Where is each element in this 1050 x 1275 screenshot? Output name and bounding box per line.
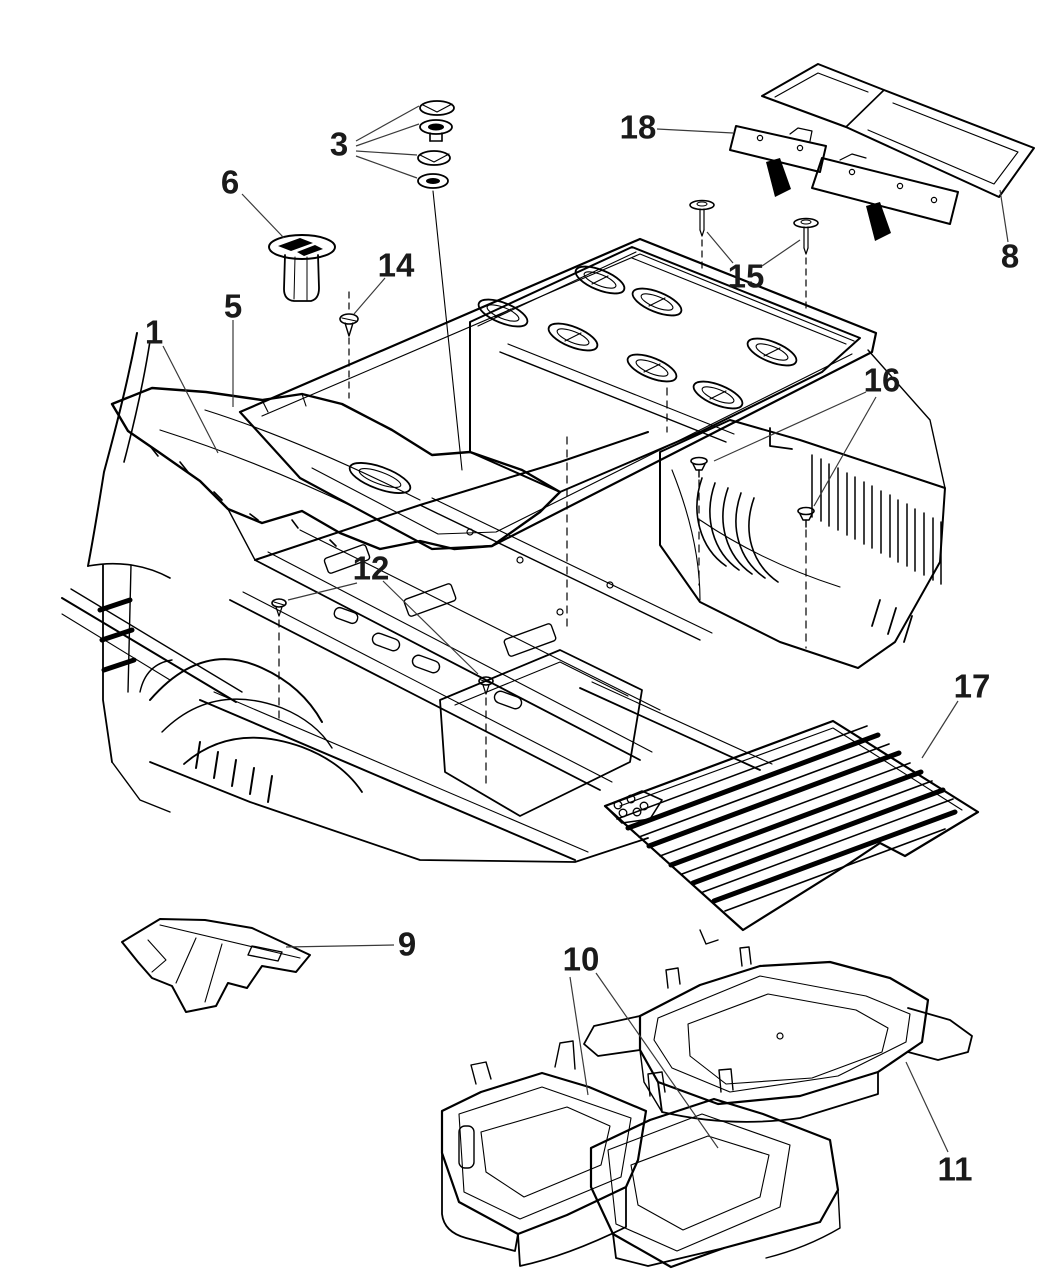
callout-label-6: 6: [221, 164, 239, 201]
callout-leader-line: [921, 700, 959, 759]
part-carpet-front: [110, 386, 562, 551]
part-load-floor-panel: [761, 63, 1035, 198]
callout-5: 5: [224, 288, 242, 407]
callout-leader-line: [706, 231, 734, 264]
callout-3: 3: [330, 105, 420, 179]
callout-leader-line: [813, 396, 877, 507]
callout-label-12: 12: [353, 550, 390, 587]
callout-15: 15: [706, 231, 801, 295]
callout-leader-line: [285, 944, 395, 948]
part-cargo-mat-17: [603, 719, 980, 945]
callout-leader-line: [569, 976, 589, 1096]
callout-leader-line: [595, 972, 719, 1149]
callout-leader-line: [656, 128, 734, 134]
callout-10: 10: [563, 941, 719, 1149]
callout-label-15: 15: [728, 258, 765, 295]
callout-label-17: 17: [954, 668, 991, 705]
part-carpet-tub-11: [583, 946, 973, 1123]
callout-12: 12: [287, 550, 479, 675]
callout-leader-line: [713, 391, 867, 462]
part-body-side-left: [61, 332, 243, 813]
part-plug: [268, 234, 336, 302]
callout-leader-line: [382, 580, 479, 675]
callout-label-5: 5: [224, 288, 242, 325]
part-bracket-18: [729, 125, 959, 241]
callout-16: 16: [713, 362, 901, 507]
callout-1: 1: [145, 314, 219, 454]
callout-leader-line: [355, 155, 418, 179]
callout-leader-line: [241, 193, 285, 239]
callout-8: 8: [999, 189, 1019, 275]
callout-leader-line: [355, 123, 420, 147]
callout-label-1: 1: [145, 314, 163, 351]
callout-6: 6: [221, 164, 285, 239]
callout-label-10: 10: [563, 941, 600, 978]
part-carpet-tubs-10: [440, 1040, 841, 1269]
callout-label-18: 18: [620, 109, 657, 146]
callout-11: 11: [905, 1061, 973, 1188]
callout-leader-line: [353, 277, 386, 315]
part-retainer-clips: [417, 100, 463, 471]
part-screw-14: [339, 291, 359, 399]
callout-18: 18: [620, 109, 734, 146]
callout-leader-line: [287, 582, 358, 601]
callout-leader-line: [355, 150, 418, 156]
part-screws-12: [271, 598, 494, 789]
part-rivets-16: [690, 456, 815, 649]
callout-9: 9: [285, 926, 416, 963]
callout-leader-line: [761, 239, 801, 267]
callout-leader-line: [162, 345, 219, 454]
part-cover-9: [121, 918, 311, 1013]
callout-17: 17: [921, 668, 991, 759]
callout-label-16: 16: [864, 362, 901, 399]
callout-label-8: 8: [1001, 238, 1019, 275]
callout-leader-line: [999, 189, 1009, 243]
part-load-deck: [469, 246, 861, 629]
callout-label-9: 9: [398, 926, 416, 963]
callout-label-14: 14: [378, 247, 415, 284]
callout-label-3: 3: [330, 126, 348, 163]
callout-14: 14: [353, 247, 415, 315]
callout-leader-line: [905, 1061, 949, 1153]
callout-leader-line: [355, 105, 420, 142]
part-floor-pan: [139, 349, 946, 863]
part-push-pins-15: [689, 199, 819, 309]
callout-label-11: 11: [938, 1151, 973, 1188]
